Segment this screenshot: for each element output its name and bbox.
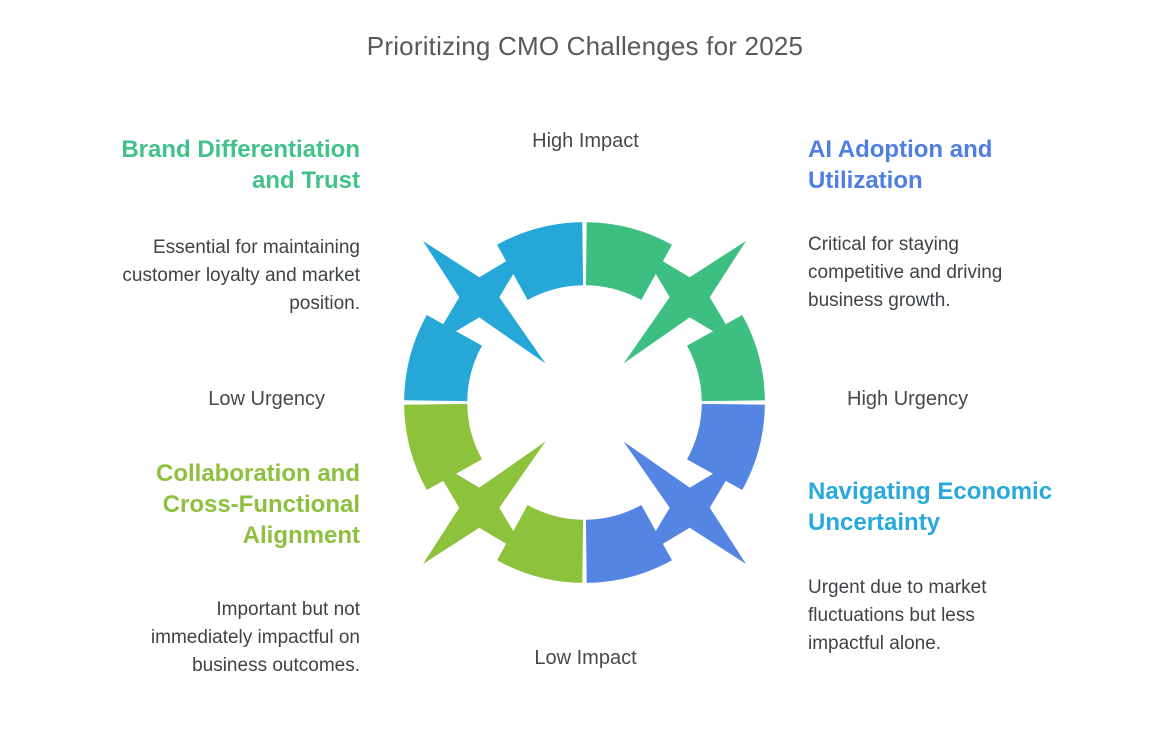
quadrant-top-right-heading: AI Adoption and Utilization	[808, 136, 993, 194]
segment-top-right-arrow-icon	[585, 222, 765, 402]
axis-label-low-urgency: Low Urgency	[208, 388, 325, 410]
cycle-diagram	[404, 222, 765, 583]
axis-label-high-urgency: High Urgency	[847, 388, 969, 410]
quadrant-top-left-heading: Brand Differentiation and Trust	[121, 136, 360, 194]
axis-label-low-impact: Low Impact	[534, 647, 637, 669]
quadrant-bottom-left-heading: Collaboration and Cross-Functional Align…	[156, 460, 360, 549]
segment-bottom-left-arrow-icon	[404, 403, 584, 583]
page-title: Prioritizing CMO Challenges for 2025	[366, 31, 804, 61]
quadrant-bottom-right-description: Urgent due to market fluctuations but le…	[808, 577, 987, 654]
axis-label-high-impact: High Impact	[532, 130, 639, 152]
quadrant-bottom-right-heading: Navigating Economic Uncertainty	[808, 478, 1053, 536]
segment-bottom-right-arrow-icon	[585, 403, 765, 583]
segment-top-left-arrow-icon	[404, 222, 584, 402]
quadrant-top-left-description: Essential for maintaining customer loyal…	[122, 237, 360, 314]
quadrant-top-right-description: Critical for staying competitive and dri…	[808, 234, 1003, 311]
quadrant-bottom-left-description: Important but not immediately impactful …	[150, 599, 360, 676]
